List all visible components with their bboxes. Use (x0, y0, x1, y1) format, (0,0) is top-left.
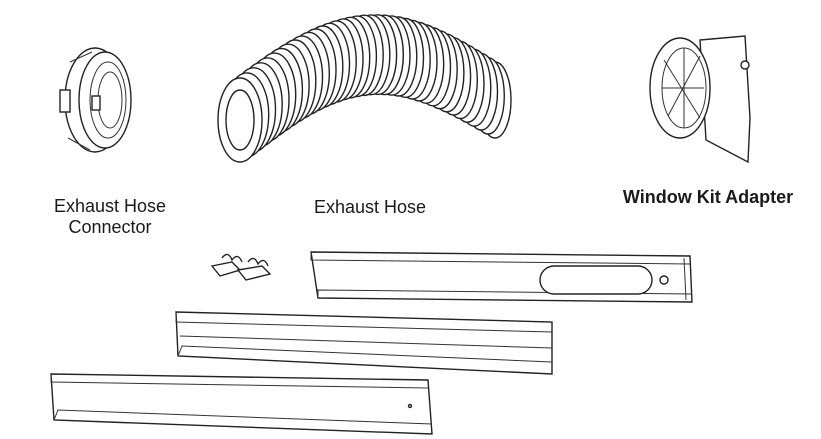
window-slider-panel-icon (175, 311, 553, 375)
exhaust-hose-icon (217, 14, 512, 163)
hose-label: Exhaust Hose (313, 197, 427, 217)
wing-screw-icon (210, 253, 272, 281)
connector-label-line1: Exhaust Hose (53, 196, 167, 216)
adapter-label: Window Kit Adapter (622, 187, 794, 207)
window-slider-panel-icon (310, 251, 693, 303)
connector-label-line2: Connector (68, 217, 152, 237)
window-slider-panel-icon (50, 373, 433, 435)
hose-opening (225, 89, 255, 151)
exhaust-hose-connector-icon (59, 47, 132, 153)
connector-label: Exhaust Hose Connector (40, 196, 180, 238)
window-kit-adapter-icon (649, 35, 751, 164)
